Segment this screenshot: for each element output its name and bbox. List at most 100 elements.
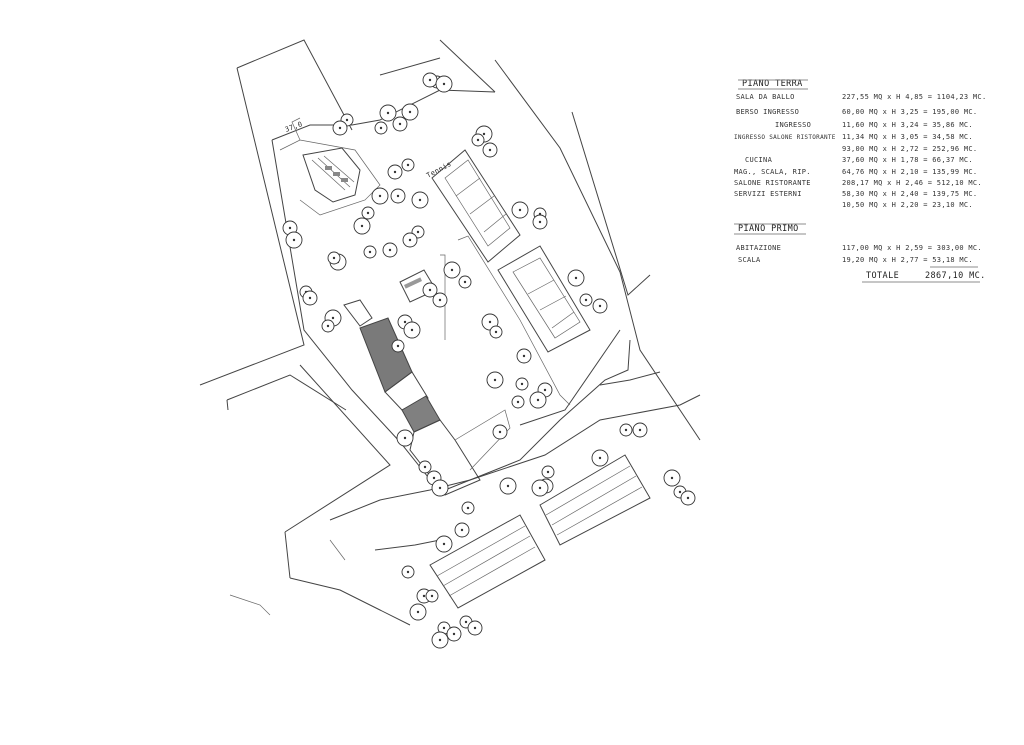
tree-center-dot: [396, 194, 400, 198]
tree-center-dot: [476, 138, 480, 142]
tree-center-dot: [379, 126, 383, 130]
road-network: [199, 39, 701, 626]
tennis-courts: Tennis: [425, 149, 591, 406]
volume-schedule: PIANO TERRA SALA DA BALLO 227,55 MQ x H …: [734, 79, 986, 283]
tree-center-dot: [331, 316, 335, 320]
tree-center-dot: [408, 238, 412, 242]
tree-center-dot: [460, 528, 464, 532]
row-calc: 11,34 MQ x H 3,05 = 34,58 MC.: [842, 133, 973, 141]
tree-center-dot: [388, 248, 392, 252]
lot-boundary: [271, 89, 631, 493]
tree-center-dot: [442, 82, 446, 86]
tree-center-dot: [406, 163, 410, 167]
tree-center-dot: [624, 428, 628, 432]
tree-center-dot: [386, 111, 390, 115]
tree-center-dot: [466, 506, 470, 510]
tree-center-dot: [538, 220, 542, 224]
tree-center-dot: [438, 638, 442, 642]
tree-center-dot: [292, 238, 296, 242]
parking-areas: [429, 454, 651, 609]
tree-center-dot: [686, 496, 690, 500]
tree-center-dot: [428, 288, 432, 292]
tree-center-dot: [406, 570, 410, 574]
tree-center-dot: [428, 78, 432, 82]
tree-center-dot: [518, 208, 522, 212]
row-calc: 60,00 MQ x H 3,25 = 195,00 MC.: [842, 108, 977, 116]
trees-group: [282, 72, 696, 649]
row-label: ABITAZIONE: [736, 244, 781, 252]
tree-center-dot: [345, 118, 349, 122]
tree-center-dot: [543, 388, 547, 392]
tree-center-dot: [366, 211, 370, 215]
row-label: MAG., SCALA, RIP.: [734, 168, 811, 176]
row-label: SCALA: [738, 256, 761, 264]
row-label: CUCINA: [745, 156, 773, 164]
row-label: INGRESSO: [775, 121, 811, 129]
tree-center-dot: [498, 430, 502, 434]
tree-center-dot: [393, 170, 397, 174]
tree-center-dot: [473, 626, 477, 630]
tree-center-dot: [482, 132, 486, 136]
tree-center-dot: [670, 476, 674, 480]
tree-center-dot: [308, 296, 312, 300]
tree-center-dot: [536, 398, 540, 402]
tree-center-dot: [410, 328, 414, 332]
tree-center-dot: [416, 610, 420, 614]
row-calc: 227,55 MQ x H 4,85 = 1104,23 MC.: [842, 93, 986, 101]
row-calc: 64,76 MQ x H 2,10 = 135,99 MC.: [842, 168, 977, 176]
tree-center-dot: [442, 626, 446, 630]
tree-center-dot: [442, 542, 446, 546]
tree-center-dot: [438, 486, 442, 490]
row-label: BERSO INGRESSO: [736, 108, 799, 116]
tree-center-dot: [522, 354, 526, 358]
tree-center-dot: [422, 594, 426, 598]
tennis-label: Tennis: [425, 160, 453, 180]
row-label: SALONE RISTORANTE: [734, 179, 811, 187]
tree-center-dot: [598, 304, 602, 308]
tree-center-dot: [438, 298, 442, 302]
tree-center-dot: [516, 400, 520, 404]
row-label: SALA DA BALLO: [736, 93, 795, 101]
tree-center-dot: [368, 250, 372, 254]
tree-center-dot: [398, 122, 402, 126]
first-floor-title: PIANO PRIMO: [738, 224, 799, 234]
tree-center-dot: [450, 268, 454, 272]
tree-center-dot: [538, 486, 542, 490]
tree-center-dot: [416, 230, 420, 234]
tree-center-dot: [506, 484, 510, 488]
tree-center-dot: [638, 428, 642, 432]
row-calc: 58,30 MQ x H 2,40 = 139,75 MC.: [842, 190, 977, 198]
tree-center-dot: [463, 280, 467, 284]
row-calc: 19,20 MQ x H 2,77 = 53,18 MC.: [842, 256, 973, 264]
tree-center-dot: [452, 632, 456, 636]
tree-center-dot: [678, 490, 682, 494]
row-calc: 93,00 MQ x H 2,72 = 252,96 MC.: [842, 145, 977, 153]
tree-center-dot: [338, 126, 342, 130]
tree-center-dot: [403, 320, 407, 324]
tree-center-dot: [360, 224, 364, 228]
tree-center-dot: [574, 276, 578, 280]
row-calc: 208,17 MQ x H 2,46 = 512,10 MC.: [842, 179, 982, 187]
row-label: SERVIZI ESTERNI: [734, 190, 802, 198]
tree-center-dot: [488, 320, 492, 324]
tree-center-dot: [326, 324, 330, 328]
tree-center-dot: [584, 298, 588, 302]
service-block: 37,0: [284, 120, 361, 203]
total-label: TOTALE: [866, 271, 899, 281]
tree-center-dot: [464, 620, 468, 624]
total-value: 2867,10 MC.: [925, 271, 986, 281]
row-calc: 11,60 MQ x H 3,24 = 35,86 MC.: [842, 121, 973, 129]
row-label: INGRESSO SALONE RISTORANTE: [734, 134, 836, 141]
row-calc: 117,00 MQ x H 2,59 = 303,00 MC.: [842, 244, 982, 252]
tree-center-dot: [432, 476, 436, 480]
row-calc: 10,50 MQ x H 2,20 = 23,10 MC.: [842, 201, 973, 209]
tree-center-dot: [288, 226, 292, 230]
tree-center-dot: [488, 148, 492, 152]
tree-center-dot: [598, 456, 602, 460]
tree-center-dot: [378, 194, 382, 198]
ground-floor-title: PIANO TERRA: [742, 79, 803, 89]
tree-center-dot: [493, 378, 497, 382]
tree-center-dot: [546, 470, 550, 474]
